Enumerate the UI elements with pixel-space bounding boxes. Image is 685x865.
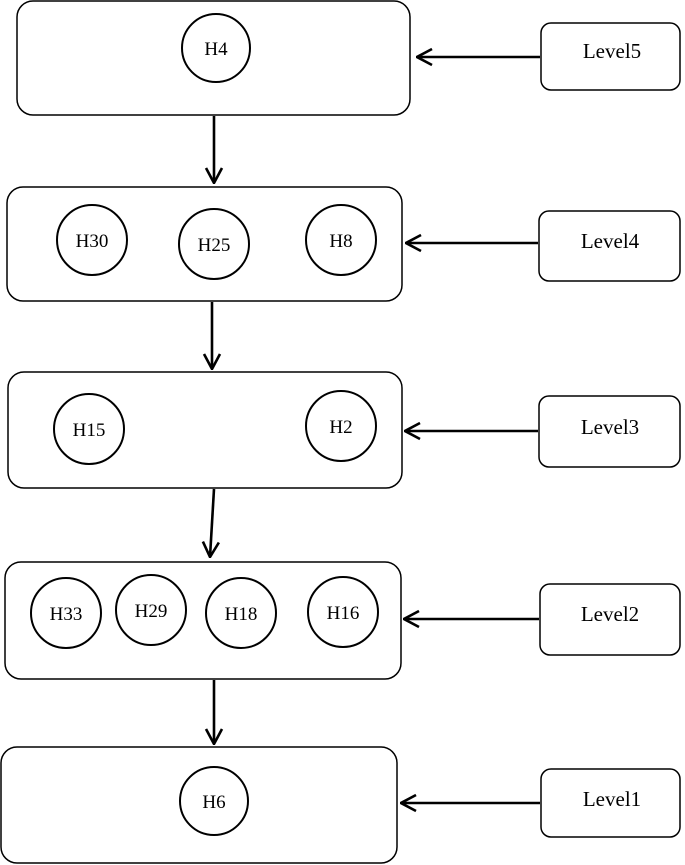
level1-label: Level1: [583, 787, 641, 811]
node-h15-label: H15: [73, 420, 106, 441]
level4-label-box: [538, 210, 681, 282]
node-h16-label: H16: [327, 603, 360, 624]
node-h16: [307, 576, 379, 648]
node-h15: [53, 393, 125, 465]
node-h18-label: H18: [225, 604, 258, 625]
level2-group-box: [4, 561, 402, 680]
node-h30: [56, 204, 128, 276]
level1-label-box: [540, 768, 681, 838]
node-h29-label: H29: [135, 601, 168, 622]
level3-label: Level3: [581, 415, 639, 439]
level5-label-box: [540, 22, 681, 91]
node-h30-label: H30: [76, 231, 109, 252]
node-h33: [30, 577, 102, 649]
arrow-level3-to-level2: [210, 488, 214, 557]
level4-label: Level4: [581, 229, 640, 253]
node-h25: [178, 208, 250, 280]
level3-label-box: [538, 395, 681, 468]
node-h8-label: H8: [329, 231, 352, 252]
level2-label: Level2: [581, 602, 639, 626]
node-h33-label: H33: [50, 604, 83, 625]
node-h29: [115, 574, 187, 646]
node-h25-label: H25: [198, 235, 231, 256]
node-h18: [205, 577, 277, 649]
node-h2: [305, 390, 377, 462]
level2-label-box: [539, 583, 681, 656]
node-h4: [181, 13, 251, 83]
node-h2-label: H2: [329, 417, 352, 438]
level5-label: Level5: [583, 39, 641, 63]
node-h8: [305, 204, 377, 276]
node-h6-label: H6: [202, 792, 225, 813]
node-h4-label: H4: [204, 39, 228, 60]
node-h6: [179, 766, 249, 836]
